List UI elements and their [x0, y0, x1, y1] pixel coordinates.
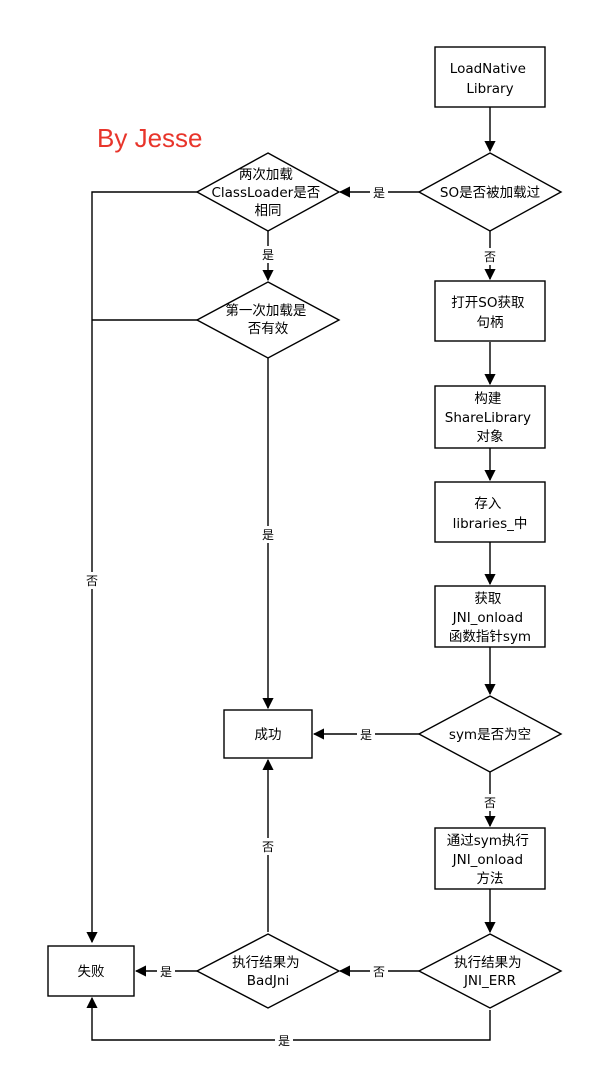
- edge-classloader-to-failure: [86, 191, 198, 944]
- node-sym-null-check: sym是否为空: [417, 695, 563, 773]
- edge-label-sym-null-no: 否: [484, 796, 496, 810]
- edge-label-first-load-yes: 是: [262, 528, 274, 542]
- node-label-line: 函数指针sym: [449, 629, 531, 645]
- node-build-shared-library: 构建 ShareLibrary 对象: [434, 385, 546, 449]
- node-label-line: LoadNative: [450, 61, 526, 77]
- watermark-text: By Jesse: [97, 123, 203, 153]
- node-label-line: Library: [466, 81, 513, 97]
- svg-text:LoadNative Library: LoadNative Library: [450, 61, 530, 97]
- node-label-line: 成功: [255, 727, 282, 743]
- node-run-jni-onload: 通过sym执行 JNI_onload 方法: [434, 827, 546, 890]
- edge-label-so-loaded-no: 否: [484, 250, 496, 264]
- node-failure: 失败: [47, 945, 135, 997]
- node-label-line: 对象: [477, 429, 504, 445]
- node-label-line: 打开SO获取: [451, 294, 525, 311]
- node-open-so-handle: 打开SO获取 句柄: [434, 280, 546, 342]
- edge-label-jni-err-yes: 是: [278, 1034, 290, 1048]
- svg-text:成功: 成功: [255, 727, 282, 743]
- svg-text:打开SO获取 句柄: 打开SO获取 句柄: [451, 294, 529, 331]
- edge-labels: 是 否 是 否 是 是 否 否 是 是 否: [83, 184, 499, 1049]
- node-label-line: 两次加载: [239, 167, 293, 183]
- node-label-line: JNI_onload: [452, 610, 523, 626]
- node-label-line: 获取: [474, 591, 501, 607]
- node-store-in-libraries: 存入 libraries_中: [434, 481, 546, 543]
- node-result-jni-err-check: 执行结果为 JNI_ERR: [417, 933, 563, 1009]
- node-load-native-library: LoadNative Library: [434, 46, 546, 108]
- node-classloader-same-check: 两次加载 ClassLoader是否 相同: [195, 152, 341, 232]
- svg-text:存入 libraries_中: 存入 libraries_中: [453, 496, 528, 532]
- edge-label-badjni-no: 否: [262, 840, 274, 854]
- node-label-line: 第一次加载是: [225, 302, 306, 319]
- node-first-load-valid-check: 第一次加载是 否有效: [195, 281, 341, 359]
- node-label-line: 执行结果为: [454, 955, 522, 971]
- edge-label-so-loaded-yes: 是: [373, 186, 385, 200]
- svg-text:执行结果为 BadJni: 执行结果为 BadJni: [232, 955, 304, 989]
- svg-text:构建 ShareLibrary 对象: 构建 ShareLibrary 对象: [445, 391, 535, 445]
- svg-text:SO是否被加载过: SO是否被加载过: [440, 185, 541, 201]
- node-label-line: 通过sym执行: [447, 833, 529, 849]
- svg-text:获取 JNI_onload 函数指针: 获取 JNI_onload 函数指针sym: [449, 591, 531, 645]
- node-label-line: 存入: [474, 496, 501, 512]
- node-label-line: sym是否为空: [449, 727, 531, 743]
- edge-label-sym-null-yes: 是: [360, 728, 372, 742]
- svg-text:两次加载 ClassLoader是否: 两次加载 ClassLoader是否 相同: [211, 167, 324, 219]
- node-label-line: ShareLibrary: [445, 410, 531, 426]
- svg-text:第一次加载是 否有效: 第一次加载是 否有效: [225, 302, 310, 337]
- svg-text:执行结果为 JNI_ERR: 执行结果为 JNI_ERR: [454, 955, 526, 989]
- edges: [86, 107, 496, 1041]
- node-label-line: 执行结果为: [232, 955, 300, 971]
- node-label-line: ClassLoader是否: [211, 185, 320, 201]
- edge-label-badjni-yes: 是: [160, 965, 172, 979]
- node-so-loaded-check: SO是否被加载过: [417, 152, 563, 232]
- node-label-line: libraries_中: [453, 516, 528, 532]
- node-label-line: BadJni: [247, 973, 289, 989]
- node-label-line: 失败: [78, 964, 105, 980]
- node-label-line: 相同: [255, 203, 282, 219]
- svg-text:失败: 失败: [78, 964, 105, 980]
- node-label-line: 否有效: [248, 321, 289, 337]
- node-success: 成功: [223, 709, 313, 759]
- edge-label-classloader-yes: 是: [262, 248, 274, 262]
- node-label-line: JNI_onload: [452, 852, 523, 868]
- node-label-line: 方法: [477, 871, 504, 887]
- node-label-line: SO是否被加载过: [440, 185, 541, 201]
- edge-label-jni-err-no: 否: [373, 965, 385, 979]
- svg-text:通过sym执行 JNI_onload: 通过sym执行 JNI_onload 方法: [447, 833, 533, 887]
- edge-label-classloader-no: 否: [86, 574, 98, 588]
- node-label-line: 句柄: [477, 315, 504, 331]
- node-label-line: JNI_ERR: [463, 973, 516, 989]
- node-get-jni-onload-sym: 获取 JNI_onload 函数指针sym: [434, 585, 546, 648]
- node-result-badjni-check: 执行结果为 BadJni: [195, 933, 341, 1009]
- node-label-line: 构建: [474, 391, 501, 407]
- svg-text:sym是否为空: sym是否为空: [449, 727, 531, 743]
